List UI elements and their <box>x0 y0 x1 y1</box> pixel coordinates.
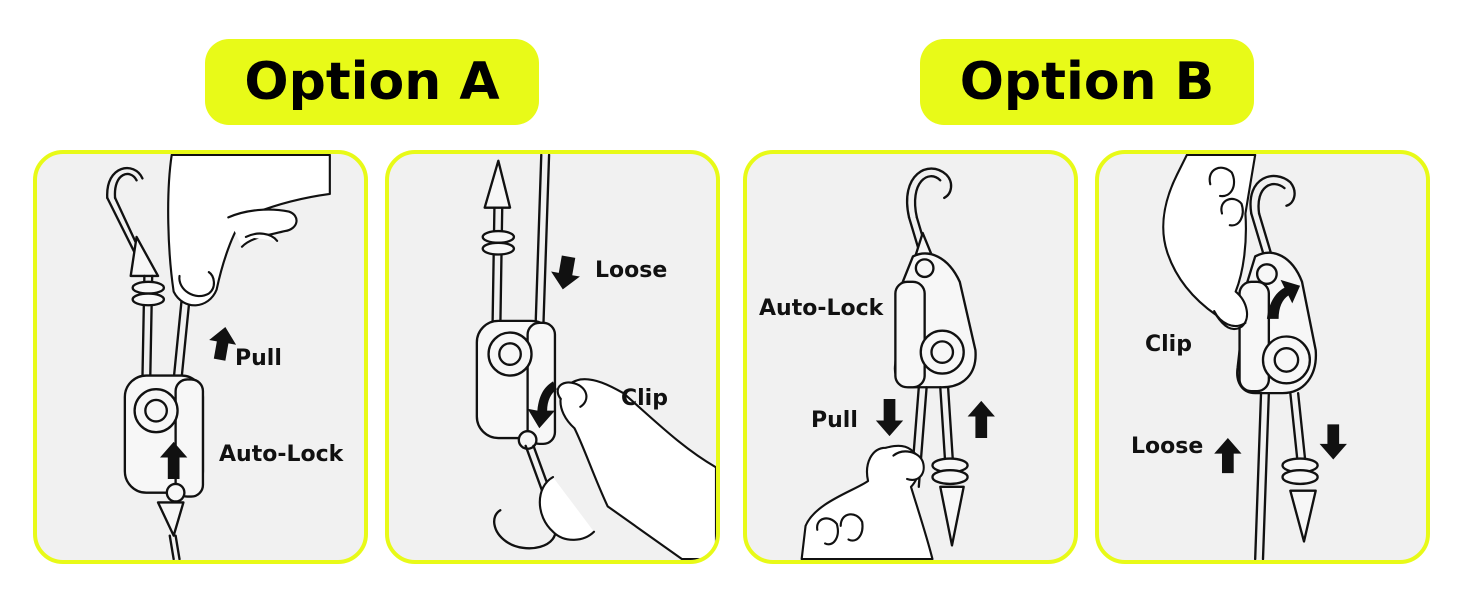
label-auto-lock: Auto-Lock <box>759 296 884 321</box>
hook-icon <box>906 167 953 258</box>
down-arrow-icon <box>1319 424 1347 460</box>
pulley-icon <box>123 374 205 503</box>
option-b-title: Option B <box>920 39 1254 125</box>
hand-illustration <box>538 378 716 560</box>
ratchet-pull-illustration <box>106 154 331 560</box>
panel-option-b-step-1: Auto-Lock Pull <box>743 150 1078 564</box>
label-loose: Loose <box>595 258 668 283</box>
label-clip: Clip <box>1145 332 1192 357</box>
curved-arrow-icon <box>527 381 557 429</box>
label-loose: Loose <box>1131 434 1204 459</box>
pulley-icon <box>1236 251 1317 395</box>
up-arrow-icon <box>159 441 188 480</box>
up-arrow-icon <box>209 326 237 361</box>
down-arrow-icon <box>875 398 904 437</box>
up-arrow-icon <box>1214 438 1242 474</box>
down-arrow-icon <box>551 255 580 290</box>
ratchet-loose-clip-illustration <box>475 154 716 560</box>
pulley-icon <box>893 252 977 389</box>
up-arrow-icon <box>967 400 995 439</box>
label-pull: Pull <box>235 346 282 371</box>
panel-option-a-step-2: Loose Clip <box>385 150 720 564</box>
hand-illustration <box>1162 154 1257 331</box>
label-clip: Clip <box>621 386 668 411</box>
hook-icon <box>1249 174 1296 254</box>
curved-arrow-icon <box>1266 279 1301 319</box>
option-a-title: Option A <box>205 39 539 125</box>
ratchet-clip-loose-illustration <box>1162 154 1347 560</box>
label-auto-lock: Auto-Lock <box>219 442 344 467</box>
pulley-icon <box>475 319 557 450</box>
hand-illustration <box>167 154 331 307</box>
panel-option-b-step-2: Clip Loose <box>1095 150 1430 564</box>
hand-illustration <box>800 444 934 560</box>
label-pull: Pull <box>811 408 858 433</box>
panel-option-a-step-1: Pull Auto-Lock <box>33 150 368 564</box>
ratchet-autolock-illustration <box>800 167 995 560</box>
